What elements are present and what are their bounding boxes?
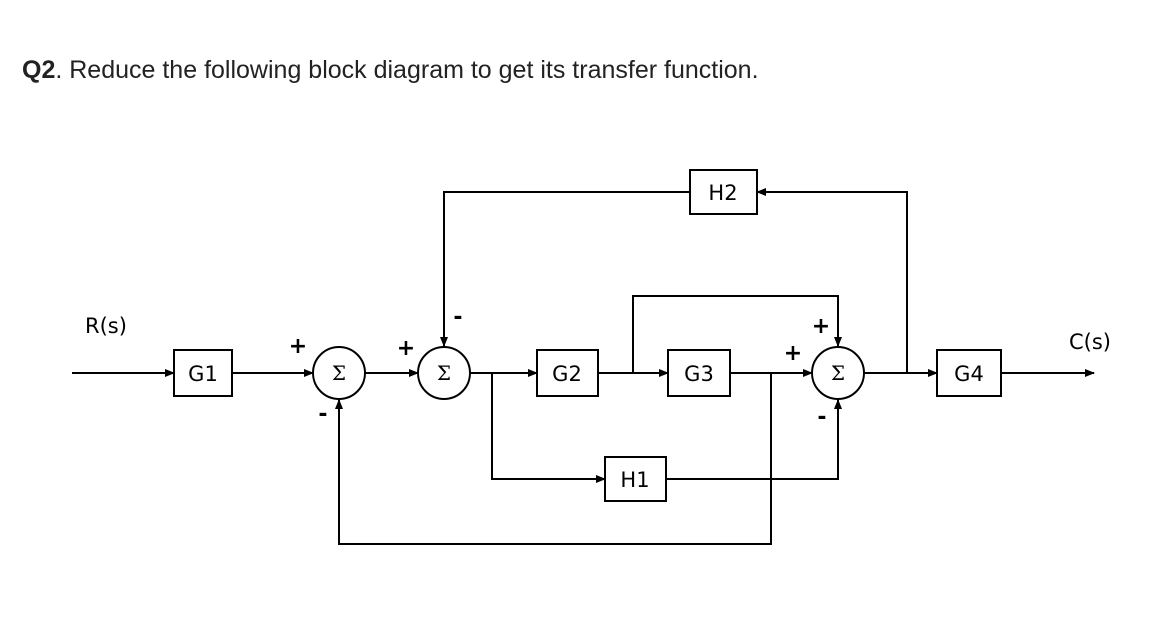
question-number: Q2: [22, 56, 56, 84]
block-g3: G3: [667, 349, 731, 397]
svg-text:G4: G4: [954, 362, 984, 386]
summing-junction-3: Σ: [811, 346, 865, 400]
block-h1: H1: [604, 456, 667, 502]
wire-outer-feedback: [335, 373, 772, 545]
signal-wires: [72, 188, 1095, 545]
output-label: C(s): [1069, 330, 1111, 354]
sign-sum3-left: +: [784, 341, 802, 366]
sign-sum3-bottom: -: [817, 405, 826, 430]
sign-sum1-bottom: -: [318, 402, 327, 427]
svg-text:Σ: Σ: [437, 361, 451, 385]
block-h2: H2: [689, 169, 758, 215]
wire-h1-out: [666, 399, 842, 480]
wire-bypass: [632, 295, 842, 373]
block-g1: G1: [173, 349, 233, 397]
sign-sum2-top: -: [453, 305, 462, 330]
svg-text:H2: H2: [708, 181, 737, 205]
block-g2: G2: [536, 349, 599, 397]
svg-text:G1: G1: [188, 362, 218, 386]
svg-text:Σ: Σ: [332, 361, 346, 385]
question-body: . Reduce the following block diagram to …: [55, 56, 759, 84]
question-text: Q2. Reduce the following block diagram t…: [22, 56, 759, 85]
sign-sum2-left: +: [397, 336, 415, 361]
wire-h2-feedback-out: [440, 191, 690, 347]
input-label: R(s): [85, 314, 127, 338]
block-g4: G4: [936, 349, 1002, 397]
summing-junction-2: Σ: [417, 346, 471, 400]
sign-sum3-top: +: [812, 314, 830, 339]
svg-text:G3: G3: [684, 362, 714, 386]
wire-h2-feedback-in: [756, 188, 908, 373]
wire-h1-in: [491, 373, 606, 483]
sign-sum1-top: +: [289, 334, 307, 359]
svg-text:G2: G2: [552, 362, 582, 386]
svg-text:H1: H1: [620, 468, 649, 492]
svg-text:Σ: Σ: [831, 361, 845, 385]
summing-junction-1: Σ: [312, 346, 366, 400]
